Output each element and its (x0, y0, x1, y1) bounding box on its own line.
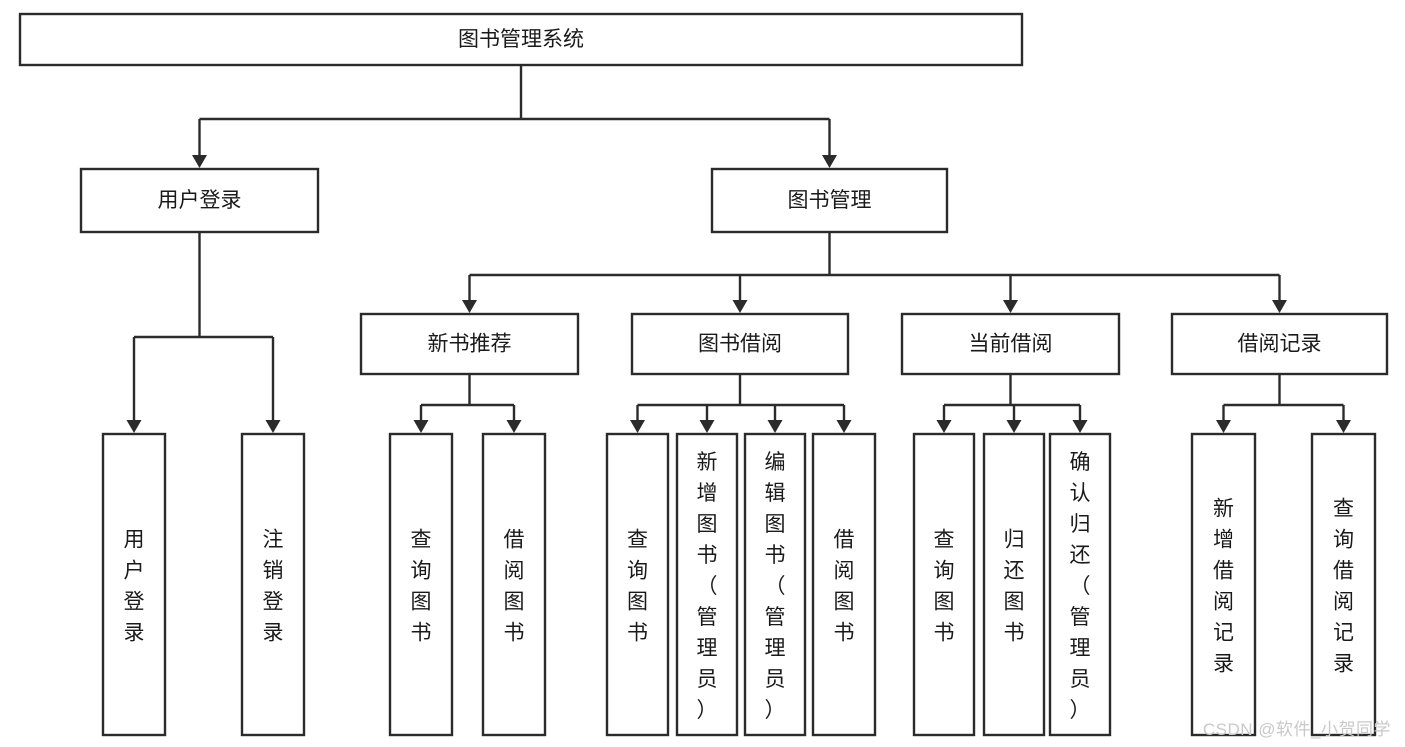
connector-record-to-leaves (1216, 374, 1351, 433)
node-label-leaf-borrow-book-1: 借阅图书 (504, 529, 525, 645)
node-label-leaf-user-login: 用户登录 (124, 529, 145, 645)
node-label-current-borrow: 当前借阅 (969, 333, 1053, 356)
node-label-leaf-edit-book: 编辑图书（管理员） (765, 451, 786, 722)
csdn-watermark: CSDN @软件_小贺同学 (1202, 720, 1391, 739)
node-root[interactable]: 图书管理系统 (18, 12, 1024, 67)
node-borrow-record[interactable]: 借阅记录 (1170, 312, 1389, 376)
node-leaf-query-book-2[interactable]: 查询图书 (605, 432, 670, 737)
connector-bookmanage-to-level3 (462, 232, 1287, 313)
node-box-user-login (79, 167, 320, 234)
connector-arrowhead (1006, 420, 1022, 433)
connector-arrowhead (1272, 300, 1287, 313)
connector-arrowhead (462, 300, 477, 313)
connector-arrowhead (836, 420, 852, 433)
node-box-leaf-borrow-book-1 (481, 432, 547, 737)
node-leaf-query-book-1[interactable]: 查询图书 (388, 432, 454, 737)
node-label-leaf-confirm-return: 确认归还（管理员） (1070, 451, 1091, 722)
connector-arrowhead (265, 420, 281, 433)
connector-arrowhead (1336, 420, 1351, 433)
node-current-borrow[interactable]: 当前借阅 (900, 312, 1121, 376)
connector-arrowhead (732, 300, 748, 313)
node-user-login[interactable]: 用户登录 (79, 167, 320, 234)
node-leaf-edit-book[interactable]: 编辑图书（管理员） (743, 432, 807, 737)
node-book-borrow[interactable]: 图书借阅 (630, 312, 850, 376)
node-box-leaf-query-book-1 (388, 432, 454, 737)
node-box-book-borrow (630, 312, 850, 376)
node-book-manage[interactable]: 图书管理 (710, 167, 949, 234)
node-label-borrow-record: 借阅记录 (1238, 333, 1322, 356)
node-leaf-user-logout[interactable]: 注销登录 (240, 432, 306, 737)
connector-arrowhead (506, 420, 522, 433)
connector-arrowhead (413, 420, 429, 433)
connector-arrowhead (1072, 420, 1088, 433)
connector-edges (126, 65, 1351, 433)
node-box-leaf-add-record (1190, 432, 1257, 737)
node-label-leaf-borrow-book-2: 借阅图书 (834, 529, 855, 645)
node-leaf-add-book[interactable]: 新增图书（管理员） (675, 432, 739, 737)
node-box-leaf-query-record (1310, 432, 1377, 737)
node-label-user-login: 用户登录 (158, 189, 242, 212)
node-leaf-return-book[interactable]: 归还图书 (982, 432, 1046, 737)
connector-arrowhead (822, 155, 837, 168)
node-label-leaf-query-book-2: 查询图书 (627, 529, 648, 645)
connector-recommend-to-leaves (413, 374, 522, 433)
node-box-borrow-record (1170, 312, 1389, 376)
node-box-leaf-borrow-book-2 (811, 432, 877, 737)
node-box-leaf-edit-book (743, 432, 807, 737)
connector-arrowhead (192, 155, 207, 168)
node-new-book-recommend[interactable]: 新书推荐 (359, 312, 580, 376)
node-label-leaf-add-book: 新增图书（管理员） (697, 451, 718, 722)
node-label-leaf-add-record: 新增借阅记录 (1213, 498, 1234, 676)
node-label-leaf-user-logout: 注销登录 (263, 529, 284, 645)
node-label-new-book-recommend: 新书推荐 (428, 333, 512, 356)
node-box-leaf-user-logout (240, 432, 306, 737)
node-leaf-user-login[interactable]: 用户登录 (101, 432, 167, 737)
node-leaf-borrow-book-2[interactable]: 借阅图书 (811, 432, 877, 737)
node-box-new-book-recommend (359, 312, 580, 376)
node-leaf-query-record[interactable]: 查询借阅记录 (1310, 432, 1377, 737)
connector-arrowhead (936, 420, 952, 433)
node-label-root: 图书管理系统 (458, 28, 584, 51)
node-leaf-confirm-return[interactable]: 确认归还（管理员） (1048, 432, 1112, 737)
node-box-leaf-return-book (982, 432, 1046, 737)
node-box-leaf-query-book-3 (912, 432, 976, 737)
node-label-book-borrow: 图书借阅 (698, 333, 782, 356)
node-leaf-borrow-book-1[interactable]: 借阅图书 (481, 432, 547, 737)
connector-arrowhead (1216, 420, 1231, 433)
connector-arrowhead (699, 420, 715, 433)
connector-arrowhead (630, 420, 645, 433)
node-box-root (18, 12, 1024, 67)
node-label-leaf-return-book: 归还图书 (1004, 529, 1025, 645)
node-label-leaf-query-record: 查询借阅记录 (1333, 498, 1354, 676)
connector-arrowhead (1003, 300, 1018, 313)
node-box-current-borrow (900, 312, 1121, 376)
node-leaf-add-record[interactable]: 新增借阅记录 (1190, 432, 1257, 737)
node-label-book-manage: 图书管理 (788, 189, 872, 212)
node-leaf-query-book-3[interactable]: 查询图书 (912, 432, 976, 737)
connector-arrowhead (126, 420, 142, 433)
connector-arrowhead (767, 420, 783, 433)
connector-borrow-to-leaves (630, 374, 852, 433)
node-boxes: 图书管理系统用户登录图书管理新书推荐图书借阅当前借阅借阅记录用户登录注销登录查询… (18, 12, 1389, 737)
connector-root-to-level2 (192, 65, 837, 168)
node-box-leaf-user-login (101, 432, 167, 737)
node-box-book-manage (710, 167, 949, 234)
connector-current-to-leaves (936, 374, 1088, 433)
node-label-leaf-query-book-3: 查询图书 (934, 529, 955, 645)
node-box-leaf-confirm-return (1048, 432, 1112, 737)
node-box-leaf-query-book-2 (605, 432, 670, 737)
node-label-leaf-query-book-1: 查询图书 (411, 529, 432, 645)
node-box-leaf-add-book (675, 432, 739, 737)
connector-userlogin-to-leaves (126, 232, 281, 433)
